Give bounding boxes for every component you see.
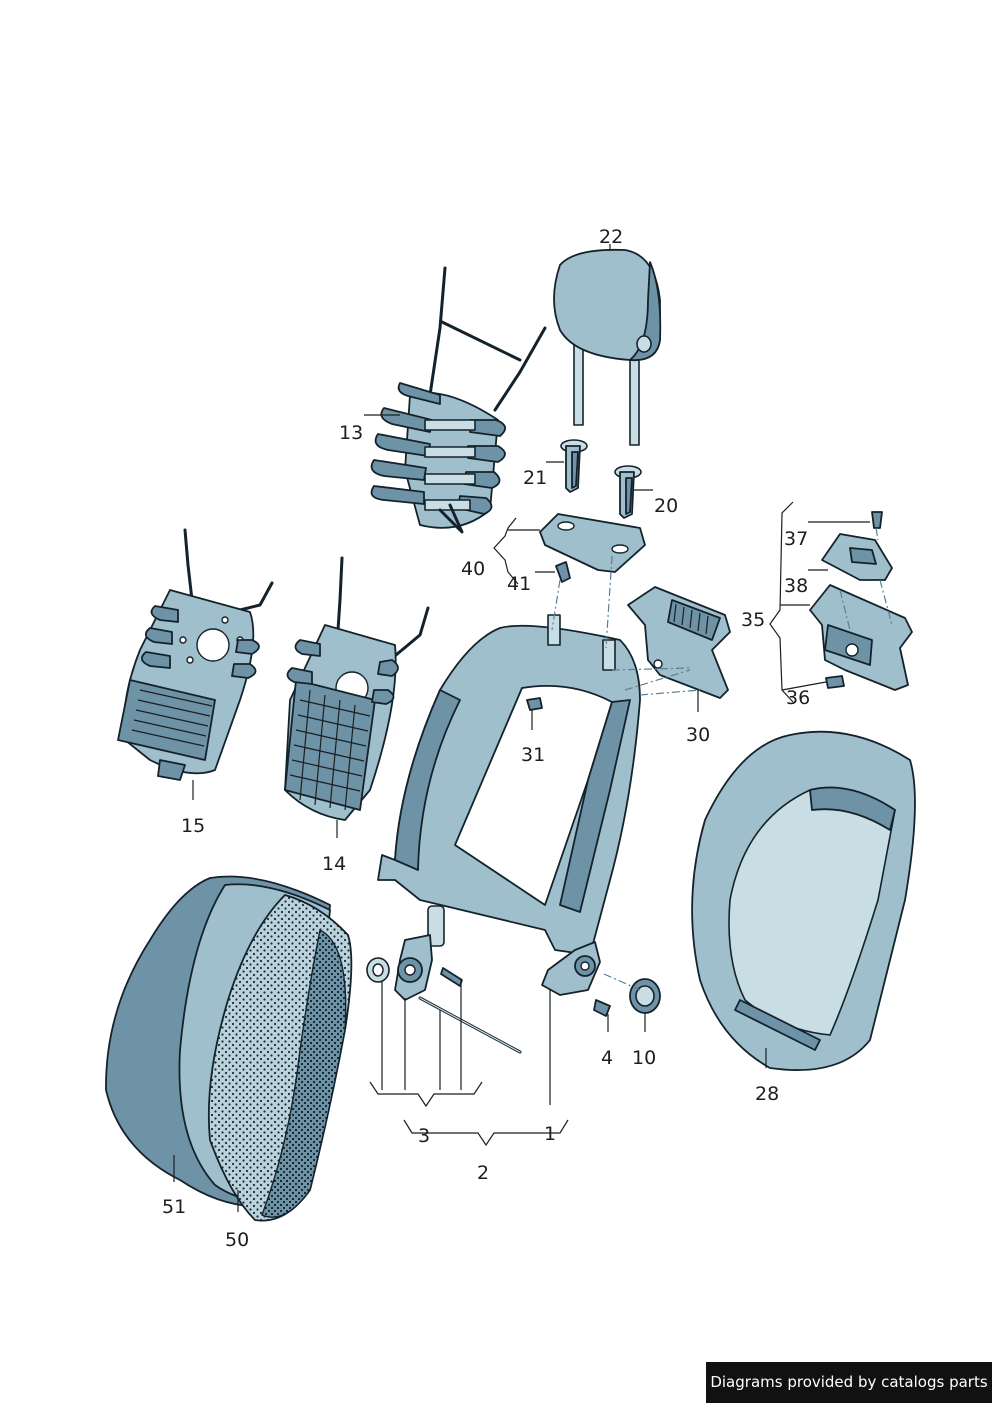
backrest-frame-part-1 bbox=[377, 614, 641, 996]
label-30: 30 bbox=[686, 724, 710, 746]
lumbar-support-part-14 bbox=[284, 556, 430, 821]
label-21: 21 bbox=[523, 467, 547, 489]
screw-part-36 bbox=[825, 675, 845, 689]
label-37: 37 bbox=[784, 528, 808, 550]
trim-plate-part-40 bbox=[539, 513, 646, 573]
screw-part-31 bbox=[526, 697, 543, 711]
lumbar-support-part-15 bbox=[117, 528, 274, 781]
label-20: 20 bbox=[654, 495, 678, 517]
clip-part-41 bbox=[555, 561, 571, 583]
label-40: 40 bbox=[461, 558, 485, 580]
actuator-part-38 bbox=[821, 533, 893, 581]
label-22: 22 bbox=[599, 226, 623, 248]
label-15: 15 bbox=[181, 815, 205, 837]
label-50: 50 bbox=[225, 1229, 249, 1251]
headrest-guide-part-20 bbox=[614, 465, 642, 519]
rear-panel-part-28 bbox=[691, 730, 916, 1071]
label-3: 3 bbox=[418, 1125, 430, 1147]
label-28: 28 bbox=[755, 1083, 779, 1105]
lumbar-frame-part-13 bbox=[370, 266, 547, 534]
label-38: 38 bbox=[784, 575, 808, 597]
label-41: 41 bbox=[507, 573, 531, 595]
label-14: 14 bbox=[322, 853, 346, 875]
bracket-part-30 bbox=[627, 586, 731, 699]
label-36: 36 bbox=[786, 687, 810, 709]
headrest-part-22 bbox=[553, 248, 662, 446]
recliner-part-3 bbox=[366, 905, 522, 1054]
housing-part-35 bbox=[809, 584, 913, 691]
label-4: 4 bbox=[601, 1047, 613, 1069]
screw-part-4 bbox=[593, 999, 611, 1017]
label-35: 35 bbox=[741, 609, 765, 631]
screw-part-37 bbox=[871, 511, 883, 529]
leader-lines bbox=[173, 244, 870, 1212]
label-51: 51 bbox=[162, 1196, 186, 1218]
label-10: 10 bbox=[632, 1047, 656, 1069]
cover-part-50 bbox=[207, 893, 353, 1222]
knob-part-10 bbox=[629, 978, 661, 1014]
assembly-lines bbox=[551, 527, 893, 991]
footer-credit: Diagrams provided by catalogs parts bbox=[706, 1362, 992, 1403]
label-1: 1 bbox=[544, 1123, 556, 1145]
part-labels: 22 13 21 20 40 41 37 38 35 36 30 31 15 1… bbox=[162, 226, 810, 1251]
label-13: 13 bbox=[339, 422, 363, 444]
headrest-guide-part-21 bbox=[560, 439, 588, 493]
label-2: 2 bbox=[477, 1162, 489, 1184]
label-31: 31 bbox=[521, 744, 545, 766]
